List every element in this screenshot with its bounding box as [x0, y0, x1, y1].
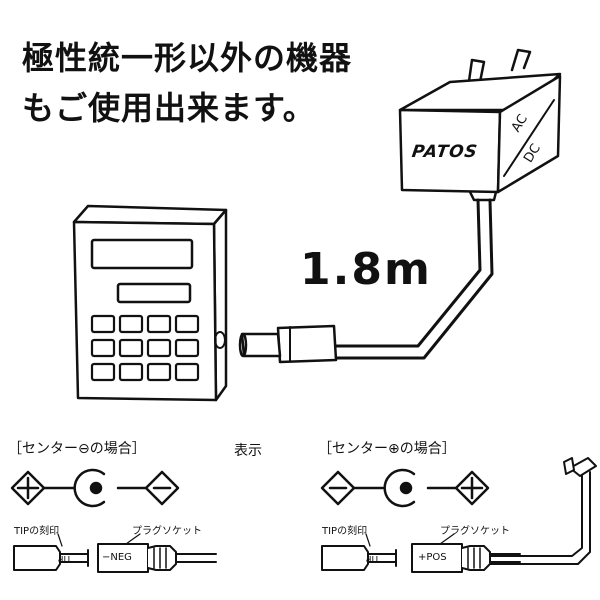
left-socket-label: プラグソケット — [132, 526, 202, 537]
headline-line-2: もご使用出来ます。 — [22, 89, 316, 127]
cable-length-label: 1.8m — [300, 244, 432, 295]
center-positive-heading: ［センター⊕の場合］ — [318, 441, 456, 457]
headline-line-1: 極性統一形以外の機器 — [22, 39, 353, 77]
right-socket-polarity-text: +POS — [418, 552, 447, 563]
left-tip-mark-label: TIPの刻印 — [14, 526, 60, 537]
calculator-keypad — [90, 314, 200, 382]
brand-logo-text: PATOS — [410, 142, 480, 162]
polarity-center-negative-symbol — [10, 468, 180, 508]
left-socket-polarity-text: −NEG — [102, 552, 132, 563]
right-tip-text: TIP — [366, 553, 380, 563]
polarity-center-positive-symbol — [320, 468, 490, 508]
display-label: 表示 — [234, 443, 262, 459]
plug-drawing-right — [321, 533, 521, 573]
plug-drawing-left — [13, 533, 217, 573]
cable — [332, 198, 494, 360]
ac-adapter — [398, 48, 562, 202]
right-socket-label: プラグソケット — [440, 526, 510, 537]
center-negative-heading: ［センター⊖の場合］ — [8, 441, 146, 457]
calculator-device — [72, 204, 228, 402]
right-angle-plug-icon — [429, 457, 597, 565]
right-tip-mark-label: TIPの刻印 — [322, 526, 368, 537]
left-tip-text: TIP — [58, 553, 72, 563]
barrel-plug — [238, 324, 338, 364]
